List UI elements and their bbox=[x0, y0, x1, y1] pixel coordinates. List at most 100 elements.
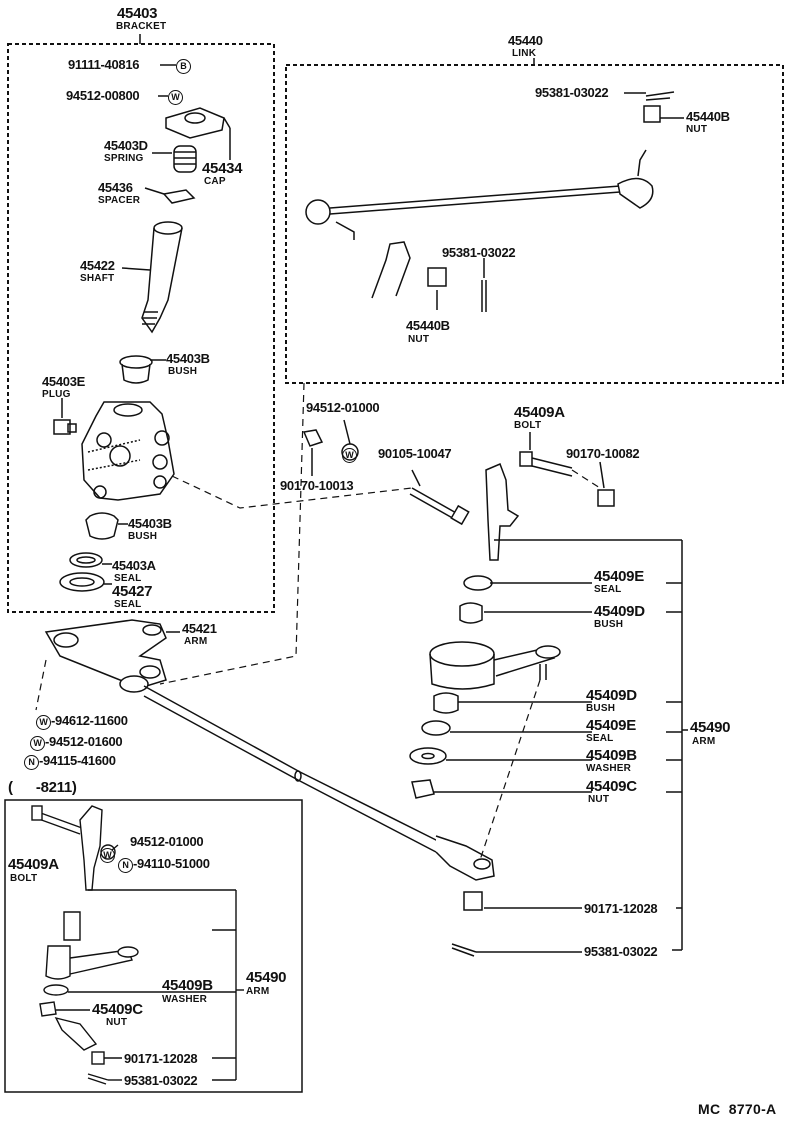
plug-part bbox=[53, 419, 77, 435]
cotter-pin-bottom bbox=[451, 943, 477, 957]
link-arm-part bbox=[371, 241, 411, 299]
seal-45403a-number: 45403A bbox=[112, 558, 156, 573]
arm-45421-name: ARM bbox=[184, 636, 208, 647]
nut-45440b-top bbox=[643, 105, 661, 123]
seal-45409e-upper bbox=[463, 575, 493, 591]
n-marker-icon: N bbox=[118, 858, 133, 873]
inset-bolt-number: 45409A bbox=[8, 856, 59, 873]
inset-nut-90171 bbox=[91, 1051, 105, 1065]
nut-mid-number: 45440B bbox=[406, 318, 450, 333]
seal-45409e-lower-name: SEAL bbox=[586, 733, 614, 744]
inset-link-end bbox=[54, 1016, 98, 1051]
seal-45409e-lower bbox=[421, 720, 451, 736]
washer-94512-00800-label: 94512-00800 bbox=[66, 88, 140, 103]
bracket-housing-part bbox=[81, 401, 175, 501]
arm-45490-name: ARM bbox=[692, 736, 716, 747]
cap-part-name: CAP bbox=[204, 176, 226, 187]
inset-range-label: ( -8211) bbox=[8, 779, 77, 796]
nut-94115-41600-label: N-94115-41600 bbox=[24, 754, 116, 770]
inset-arm-number: 45490 bbox=[246, 969, 287, 986]
inset-nut-part bbox=[39, 1001, 57, 1017]
shaft-part-number: 45422 bbox=[80, 258, 115, 273]
seal-45409e-lower-number: 45409E bbox=[586, 717, 636, 734]
w-marker-icon: W bbox=[100, 848, 115, 863]
nut-45440b-mid bbox=[427, 267, 447, 287]
inset-washer-number: 45409B bbox=[162, 977, 213, 994]
nut-mid-name: NUT bbox=[408, 334, 430, 345]
nut-45409c bbox=[411, 779, 435, 799]
w-marker-icon: W bbox=[36, 715, 51, 730]
seal-45403a-name: SEAL bbox=[114, 573, 142, 584]
shaft-part bbox=[141, 221, 183, 334]
washer-marker-w: W bbox=[168, 88, 183, 105]
b-marker-icon: B bbox=[176, 59, 191, 74]
cotter-top-label: 95381-03022 bbox=[535, 85, 609, 100]
nut-90170-10013-label: 90170-10013 bbox=[280, 478, 354, 493]
washer-94612-11600-label: W-94612-11600 bbox=[36, 714, 128, 730]
bush-45409d-lower bbox=[433, 692, 459, 714]
inset-w-marker: W bbox=[100, 846, 115, 863]
cap-part-number: 45434 bbox=[202, 160, 243, 177]
cotter-pin-top bbox=[645, 91, 675, 101]
inset-bush-part bbox=[63, 911, 81, 941]
inset-cotter-part bbox=[87, 1073, 109, 1085]
bush-lower-part bbox=[85, 512, 119, 540]
inset-arm-name: ARM bbox=[246, 986, 270, 997]
idler-arm-part bbox=[429, 641, 561, 690]
connector-arm-to-link bbox=[479, 679, 541, 861]
bush-upper-part bbox=[119, 355, 153, 384]
pitman-arm-part bbox=[44, 619, 167, 689]
bolt-45409a-name: BOLT bbox=[514, 420, 542, 431]
plug-part-name: PLUG bbox=[42, 389, 71, 400]
nut-90171-12028-label: 90171-12028 bbox=[584, 901, 658, 916]
connector-pitman-to-labels bbox=[35, 659, 47, 711]
nut-94115-41600-code: -94115-41600 bbox=[39, 753, 116, 768]
inset-cotter-label: 95381-03022 bbox=[124, 1073, 198, 1088]
seal-45409e-upper-name: SEAL bbox=[594, 584, 622, 595]
connector-bolt-to-bracket bbox=[571, 469, 601, 489]
arm-45421-number: 45421 bbox=[182, 621, 217, 636]
washer-45409b-number: 45409B bbox=[586, 747, 637, 764]
washer-45409b-name: WASHER bbox=[586, 763, 632, 774]
seal-45427-number: 45427 bbox=[112, 583, 153, 600]
nut-90170-10082 bbox=[597, 489, 615, 507]
spacer-part-name: SPACER bbox=[98, 195, 141, 206]
bush-upper-part-name: BUSH bbox=[168, 366, 198, 377]
inset-washer-94512-01000-label: 94512-01000 bbox=[130, 834, 204, 849]
relay-rod-part bbox=[305, 149, 654, 240]
bush-upper-part-number: 45403B bbox=[166, 351, 210, 366]
w-marker-icon: W bbox=[342, 448, 357, 463]
cotter-pin-mid bbox=[481, 280, 487, 312]
inset-nut-90171-label: 90171-12028 bbox=[124, 1051, 198, 1066]
diagram-code: MC 8770-A bbox=[698, 1101, 777, 1117]
inset-nut-name: NUT bbox=[106, 1017, 128, 1028]
bracket-group-box bbox=[7, 43, 275, 613]
seal-45409e-upper-number: 45409E bbox=[594, 568, 644, 585]
bolt-90105-10047 bbox=[409, 487, 459, 521]
nut-90170-10082-label: 90170-10082 bbox=[566, 446, 640, 461]
bush-45409d-lower-name: BUSH bbox=[586, 703, 616, 714]
bush-45409d-upper bbox=[459, 602, 483, 624]
link-part-name: LINK bbox=[512, 48, 537, 59]
shaft-part-name: SHAFT bbox=[80, 273, 115, 284]
w-marker-icon: W bbox=[30, 736, 45, 751]
inset-box bbox=[4, 799, 303, 1093]
washer-94512-01000-label: 94512-01000 bbox=[306, 400, 380, 415]
inset-arm-part bbox=[45, 945, 139, 980]
bush-45409d-upper-number: 45409D bbox=[594, 603, 645, 620]
bush-45409d-lower-number: 45409D bbox=[586, 687, 637, 704]
bush-lower-part-number: 45403B bbox=[128, 516, 172, 531]
seal-45427-name: SEAL bbox=[114, 599, 142, 610]
center-link-part bbox=[119, 675, 495, 881]
n-marker-icon: N bbox=[24, 755, 39, 770]
cap-part bbox=[165, 107, 231, 160]
inset-bracket-part bbox=[79, 805, 103, 891]
inset-washer-part bbox=[43, 984, 69, 996]
bush-lower-part-name: BUSH bbox=[128, 531, 158, 542]
cotter-mid-label: 95381-03022 bbox=[442, 245, 516, 260]
nut-45409c-name: NUT bbox=[588, 794, 610, 805]
w-marker-icon: W bbox=[168, 90, 183, 105]
connector-link-to-arm bbox=[159, 382, 305, 685]
bolt-marker-b: B bbox=[176, 57, 191, 74]
